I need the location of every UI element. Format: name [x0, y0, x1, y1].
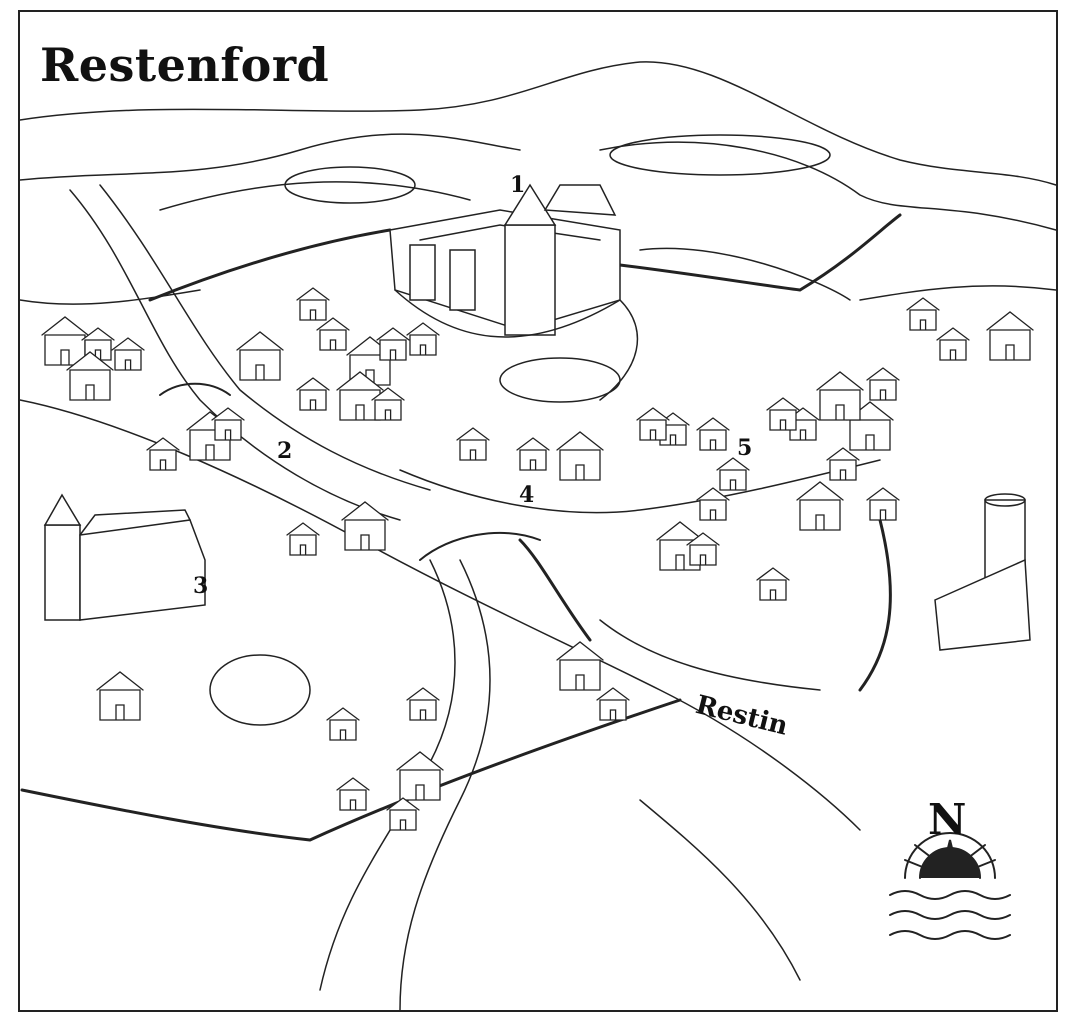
house [396, 751, 444, 801]
palisades [20, 213, 902, 842]
house [296, 287, 330, 321]
compass-rose-icon [889, 832, 1011, 940]
house [766, 397, 800, 431]
house [386, 797, 420, 831]
house [906, 297, 940, 331]
compass-north-label: N [928, 795, 967, 844]
house [696, 417, 730, 451]
house [326, 707, 360, 741]
house [371, 387, 405, 421]
houses [41, 287, 1034, 831]
tower [934, 493, 1031, 651]
house [146, 437, 180, 471]
house [211, 407, 245, 441]
house [866, 367, 900, 401]
house [111, 337, 145, 371]
hills [19, 61, 1057, 305]
house [336, 371, 384, 421]
woods [209, 134, 831, 726]
house [556, 431, 604, 481]
house [756, 567, 790, 601]
house [936, 327, 970, 361]
house [96, 671, 144, 721]
house [686, 532, 720, 566]
house [716, 457, 750, 491]
location-label-castle[interactable]: 1 [510, 172, 526, 198]
map-frame [18, 10, 1058, 1012]
house [636, 407, 670, 441]
location-label-church[interactable]: 3 [193, 573, 209, 599]
house [986, 311, 1034, 361]
roads [69, 184, 881, 1011]
house [796, 481, 844, 531]
castle [389, 183, 639, 401]
house [456, 427, 490, 461]
house [406, 687, 440, 721]
house [826, 447, 860, 481]
house [336, 777, 370, 811]
house [556, 641, 604, 691]
house [41, 316, 89, 366]
house [866, 487, 900, 521]
house [286, 522, 320, 556]
map-title: Restenford [40, 38, 330, 92]
house [341, 501, 389, 551]
location-label-inn[interactable]: 5 [737, 435, 753, 461]
house [376, 327, 410, 361]
location-label-barn[interactable]: 2 [277, 438, 293, 464]
location-label-road[interactable]: 4 [519, 482, 535, 508]
house [696, 487, 730, 521]
house [236, 331, 284, 381]
house [406, 322, 440, 356]
house [316, 317, 350, 351]
church [43, 493, 206, 621]
house [66, 351, 114, 401]
bridges [159, 382, 541, 561]
house [816, 371, 864, 421]
house [516, 437, 550, 471]
house [296, 377, 330, 411]
house [596, 687, 630, 721]
